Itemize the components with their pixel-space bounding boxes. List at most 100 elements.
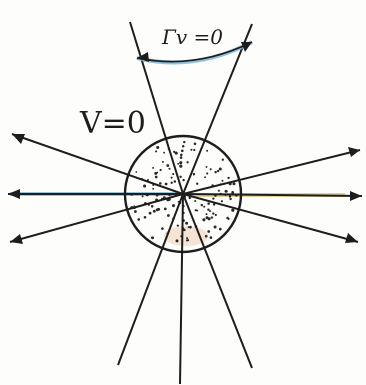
- stipple-dot: [185, 222, 189, 225]
- stipple-dot: [193, 148, 196, 152]
- stipple-dot: [205, 165, 208, 168]
- ray-down-right: [182, 193, 253, 369]
- stipple-dot: [179, 156, 183, 159]
- stipple-dot: [228, 195, 232, 198]
- stipple-dot: [155, 208, 159, 212]
- stipple-dot: [159, 168, 162, 172]
- stipple-dot: [205, 216, 209, 220]
- stipple-dot: [173, 150, 176, 153]
- stipple-dot: [166, 164, 170, 167]
- stipple-dot: [179, 161, 183, 165]
- stipple-dot: [152, 209, 156, 213]
- stipple-dot: [225, 190, 228, 193]
- stipple-dot: [158, 182, 162, 185]
- stipple-dot: [154, 175, 158, 179]
- stipple-dot: [179, 164, 183, 168]
- stipple-dot: [231, 190, 235, 194]
- arrowhead-upper-right: [348, 147, 360, 157]
- stipple-dot: [163, 151, 166, 154]
- stipple-dot: [148, 211, 152, 215]
- stipple-dot: [183, 140, 186, 144]
- stipple-dot: [220, 200, 223, 203]
- stipple-dot: [207, 208, 210, 211]
- stipple-dot: [176, 224, 179, 227]
- stipple-dot: [170, 181, 173, 184]
- stipple-dot: [209, 210, 212, 213]
- stipple-dot: [200, 203, 204, 207]
- stipple-dot: [212, 212, 215, 215]
- ray-upper-right: [182, 149, 361, 195]
- arrowheads: [8, 134, 362, 244]
- stipple-dot: [152, 187, 155, 190]
- stipple-dot: [216, 169, 220, 173]
- stipple-dot: [166, 214, 170, 217]
- ray-down: [179, 193, 184, 385]
- stipple-dot: [183, 228, 186, 232]
- stipple-dot: [150, 205, 154, 208]
- stipple-dot: [133, 210, 137, 213]
- stipple-dot: [205, 213, 208, 216]
- stipple-dot: [207, 230, 211, 233]
- ray-up-left: [129, 21, 184, 195]
- stipple-dot: [194, 209, 197, 212]
- stipple-dot: [206, 172, 209, 175]
- ray-lower-left: [9, 193, 184, 243]
- arrowhead-lower-right: [345, 233, 358, 243]
- radial-lines: [8, 21, 363, 385]
- ray-up-right: [182, 23, 253, 195]
- stipple-dot: [182, 178, 185, 182]
- contour-arrow-left: [137, 52, 149, 62]
- ray-upper-left: [11, 133, 184, 195]
- stipple-dot: [143, 215, 147, 219]
- stipple-dot: [196, 182, 199, 185]
- stipple-dot: [232, 182, 236, 186]
- stipple-dot: [207, 202, 210, 205]
- stipple-dot: [212, 197, 215, 200]
- stipple-dot: [206, 149, 209, 152]
- stipple-dot: [161, 227, 164, 230]
- potential-label: V=0: [79, 106, 146, 141]
- ray-lower-right: [182, 193, 359, 243]
- stipple-dot: [175, 239, 179, 243]
- stipple-dot: [210, 216, 214, 219]
- stipple-dot: [204, 176, 207, 179]
- stipple-dot: [194, 199, 197, 203]
- stipple-dot: [181, 144, 185, 148]
- stipple-dot: [143, 184, 147, 188]
- stipple-dot: [213, 225, 217, 229]
- stipple-dot: [181, 149, 184, 153]
- circulation-contour: [136, 40, 253, 65]
- stipple-dot: [135, 171, 138, 173]
- contour-arrow-right: [241, 42, 252, 52]
- ray-right: [182, 193, 363, 197]
- stipple-dot: [221, 158, 224, 161]
- stipple-dot: [227, 217, 230, 220]
- stipple-dot: [214, 213, 217, 217]
- stipple-dot: [192, 172, 196, 176]
- stipple-dot: [171, 204, 176, 208]
- ray-down-left: [117, 193, 184, 366]
- stipple-dot: [137, 218, 140, 221]
- stipple-dot: [190, 148, 193, 151]
- arrowhead-left: [8, 189, 20, 199]
- stipple-dot: [174, 151, 178, 155]
- stipple-dot: [186, 237, 189, 240]
- stipple-dot: [152, 166, 155, 169]
- stipple-dot: [212, 203, 216, 206]
- arrowhead-lower-left: [10, 234, 23, 244]
- stipple-dot: [231, 208, 235, 212]
- arrowhead-upper-left: [12, 134, 25, 144]
- stipple-dot: [177, 162, 180, 165]
- circulation-label: Γv =0: [161, 25, 223, 49]
- stipple-dot: [161, 160, 164, 163]
- stipple-dot: [163, 207, 167, 211]
- stipple-dot: [214, 171, 217, 174]
- stipple-dot: [229, 197, 232, 201]
- stipple-dot: [151, 236, 154, 240]
- stipple-dot: [221, 179, 224, 182]
- stipple-dot: [218, 227, 222, 231]
- stipple-dot: [227, 176, 230, 180]
- stipple-dot: [186, 239, 190, 242]
